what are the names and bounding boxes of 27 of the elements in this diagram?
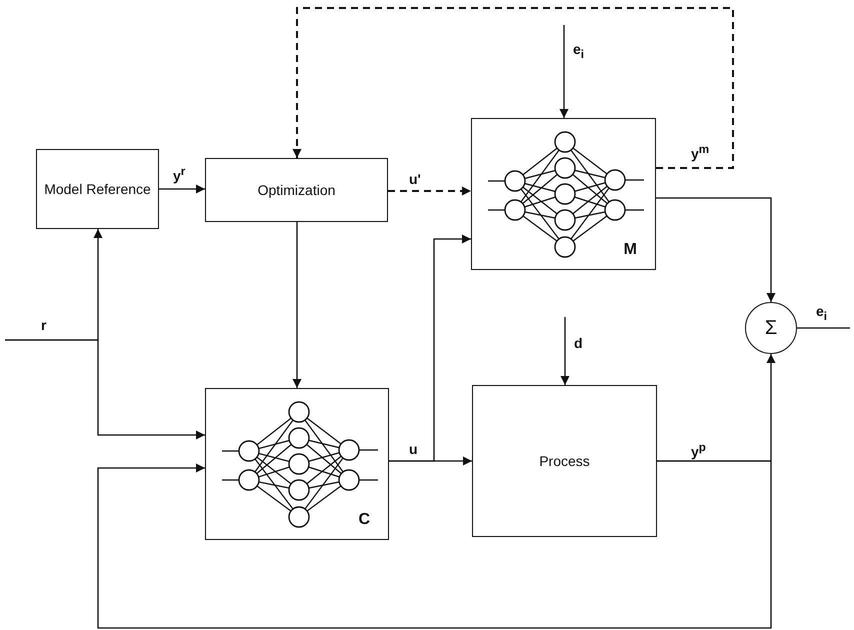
arrow bbox=[560, 317, 570, 385]
arrow bbox=[560, 25, 568, 118]
arrow bbox=[5, 339, 205, 440]
process-box bbox=[472, 385, 657, 537]
edge-label: y$^{p}$ bbox=[690, 442, 707, 460]
process-box bbox=[205, 158, 388, 222]
process-box bbox=[36, 149, 159, 229]
dashed-arrow bbox=[292, 7, 734, 169]
edge-label: y$^{r}$ bbox=[172, 166, 186, 184]
block-label: Model Reference bbox=[44, 180, 151, 198]
block-label: M bbox=[624, 241, 637, 259]
neural-network-box bbox=[205, 388, 389, 540]
edge-label: u' bbox=[408, 172, 422, 188]
block-label: Optimization bbox=[258, 182, 336, 198]
edge-label: d bbox=[573, 336, 584, 352]
block-label: Process bbox=[539, 452, 590, 470]
summing-junction bbox=[745, 302, 797, 354]
block-label: Σ bbox=[764, 316, 778, 340]
neural-network-box bbox=[471, 118, 656, 270]
arrow bbox=[389, 234, 471, 462]
arrow bbox=[97, 460, 772, 629]
block-label: C bbox=[358, 511, 370, 529]
dashed-arrow bbox=[388, 186, 471, 196]
edge-label: y$^{m}$ bbox=[690, 144, 710, 162]
arrow bbox=[292, 222, 302, 388]
arrow bbox=[159, 184, 205, 194]
arrow bbox=[656, 197, 776, 302]
